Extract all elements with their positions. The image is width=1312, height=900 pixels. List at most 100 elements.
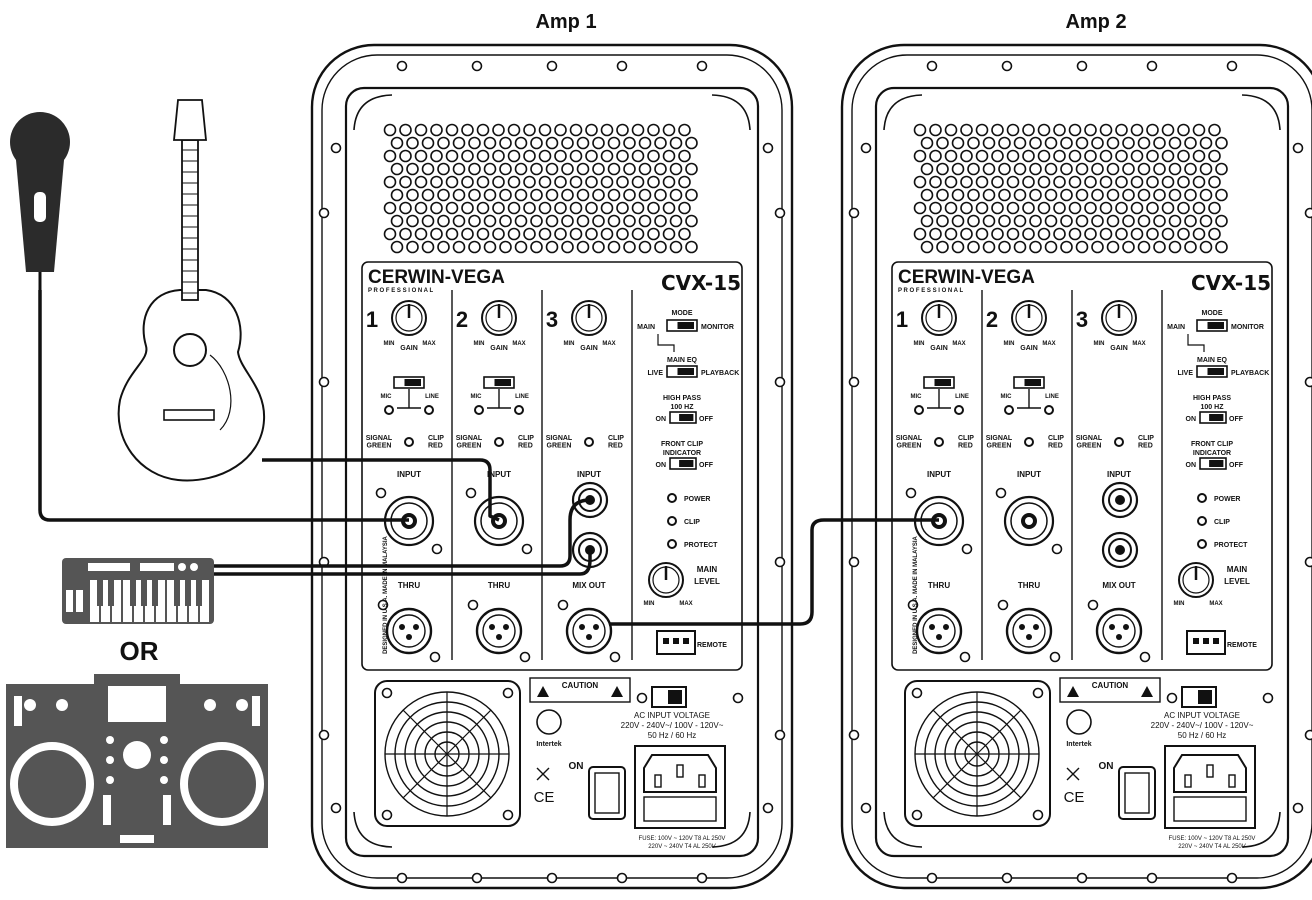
mounting-hole-icon	[636, 692, 648, 704]
vent-hole	[1184, 136, 1197, 150]
mounting-hole-icon	[995, 487, 1007, 499]
vent-hole	[982, 136, 996, 150]
vent-hole	[421, 240, 435, 254]
vent-hole	[468, 214, 481, 228]
power-switch	[1118, 766, 1156, 820]
mounting-hole-icon	[1051, 543, 1063, 555]
vent-hole	[461, 123, 474, 137]
vent-hole	[421, 162, 435, 176]
vent-hole	[406, 136, 419, 150]
vent-hole	[1084, 175, 1097, 189]
input-label: INPUT	[927, 470, 951, 479]
vent-hole	[1099, 227, 1113, 241]
vent-hole	[975, 227, 989, 241]
vent-hole	[1192, 175, 1206, 189]
level-label: LEVEL	[694, 577, 720, 586]
vent-hole	[437, 136, 450, 150]
model-label: CVX-15	[661, 271, 741, 295]
led-indicator	[1197, 493, 1207, 503]
dj-center-knob	[123, 741, 151, 769]
playback-label: PLAYBACK	[701, 370, 739, 377]
mounting-hole-icon	[1001, 60, 1013, 72]
warning-triangle-icon	[1141, 686, 1153, 697]
vent-hole	[1106, 214, 1120, 228]
vent-hole	[1106, 162, 1120, 176]
vent-hole	[445, 149, 459, 163]
vent-hole	[430, 123, 443, 137]
vent-hole	[638, 136, 652, 150]
vent-hole	[1075, 136, 1089, 150]
mounting-hole-icon	[926, 872, 938, 884]
vent-hole	[523, 175, 536, 189]
led-indicator	[494, 437, 504, 447]
vent-hole	[991, 201, 1004, 215]
vent-hole	[669, 240, 683, 254]
vent-hole	[1006, 149, 1020, 163]
xlr-jack-ring	[1012, 614, 1046, 648]
vent-hole	[445, 227, 459, 241]
ac-input-label: AC INPUT VOLTAGE	[1164, 711, 1240, 720]
mounting-hole-icon	[907, 599, 919, 611]
warning-triangle-icon	[611, 686, 623, 697]
vent-hole	[554, 149, 567, 163]
fan-guard-spoke	[932, 753, 978, 799]
vent-grille	[383, 123, 698, 254]
vent-hole	[468, 240, 481, 254]
vent-hole	[585, 149, 598, 163]
vent-hole	[678, 175, 691, 189]
input-label: INPUT	[1017, 470, 1041, 479]
input-label: INPUT	[577, 470, 601, 479]
vent-hole	[960, 123, 973, 137]
vent-hole	[991, 227, 1004, 241]
vent-hole	[967, 188, 980, 202]
vent-hole	[998, 214, 1011, 228]
caution-label-box	[1059, 677, 1161, 703]
on-label: ON	[1186, 416, 1197, 423]
vent-hole	[399, 149, 412, 163]
level-max: MAX	[679, 601, 692, 607]
model-label: CVX-15	[1191, 271, 1271, 295]
vent-hole	[654, 188, 667, 202]
vent-hole	[944, 227, 958, 241]
vent-hole	[390, 214, 404, 228]
vent-hole	[951, 136, 965, 150]
vent-hole	[592, 162, 605, 176]
vent-hole	[1115, 201, 1128, 215]
vent-hole	[1184, 240, 1197, 254]
vent-hole	[936, 162, 949, 176]
iec-pin	[1228, 774, 1236, 788]
mounting-hole-icon	[961, 543, 973, 555]
gain-min: MIN	[1094, 341, 1105, 347]
input-label: INPUT	[397, 470, 421, 479]
vent-hole	[445, 123, 459, 137]
power-on-label: ON	[569, 761, 584, 772]
led-indicator	[1024, 437, 1034, 447]
warning-triangle-icon	[537, 686, 549, 697]
vent-hole	[920, 162, 934, 176]
voltage-label: 220V - 240V~/ 100V - 120V~	[1151, 721, 1254, 730]
on-label: ON	[656, 462, 667, 469]
vent-hole	[414, 175, 428, 189]
mounting-hole-icon	[429, 651, 441, 663]
vent-hole	[600, 175, 614, 189]
vent-hole	[1177, 123, 1190, 137]
vent-hole	[1122, 136, 1135, 150]
mounting-hole-icon	[467, 599, 479, 611]
mounting-hole-icon	[431, 543, 443, 555]
vent-hole	[1006, 175, 1020, 189]
monitor-label: MONITOR	[1231, 324, 1264, 331]
mounting-hole-icon	[318, 729, 330, 741]
vent-hole	[461, 201, 474, 215]
keyboard-white-key	[112, 580, 121, 622]
keyboard-display	[140, 563, 174, 571]
remote-pin	[673, 638, 679, 644]
vent-hole	[920, 240, 934, 254]
vent-hole	[929, 149, 942, 163]
xlr-pin	[503, 624, 509, 630]
vent-hole	[654, 136, 667, 150]
mounting-hole-icon	[375, 487, 387, 499]
vent-hole	[607, 136, 621, 150]
